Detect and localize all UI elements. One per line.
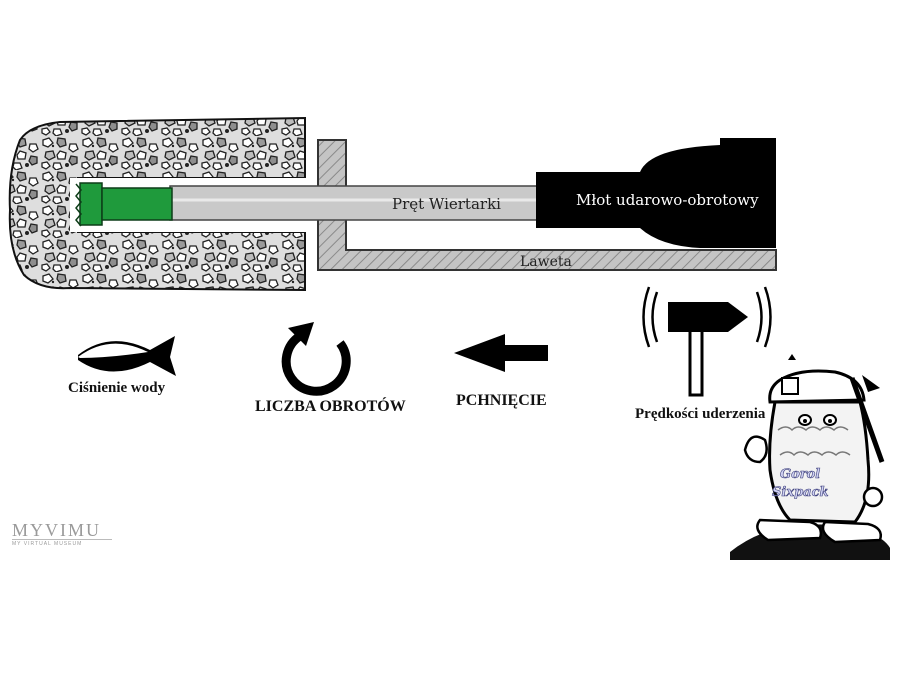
- miner-mascot: Gorol Sixpack: [730, 354, 890, 560]
- rod-label: Pręt Wiertarki: [392, 195, 501, 213]
- frame-label: Laweta: [520, 254, 572, 270]
- hammer-label: Młot udarowo-obrotowy: [576, 191, 759, 209]
- watermark-sub: MY VIRTUAL MUSEUM: [12, 539, 112, 547]
- rotation-count-caption: LICZBA OBROTÓW: [255, 398, 406, 415]
- mascot-name-line1: Gorol: [780, 467, 820, 482]
- hammer-unit: [536, 138, 776, 248]
- water-pressure-caption: Ciśnienie wody: [68, 380, 166, 396]
- watermark: MYVIMU MY VIRTUAL MUSEUM: [12, 521, 112, 547]
- hammer-icon: [642, 286, 772, 397]
- drill-bit: [75, 182, 173, 227]
- fish-icon: [78, 336, 176, 376]
- impact-speed-caption: Prędkości uderzenia: [635, 406, 766, 422]
- rotation-icon: [281, 322, 351, 396]
- watermark-main: MYVIMU: [12, 520, 102, 540]
- left-arrow-icon: [454, 334, 548, 372]
- push-caption: PCHNIĘCIE: [456, 392, 547, 409]
- mascot-name-line2: Sixpack: [772, 485, 829, 500]
- frame-laweta: [317, 139, 777, 271]
- rock-mass: [8, 116, 306, 292]
